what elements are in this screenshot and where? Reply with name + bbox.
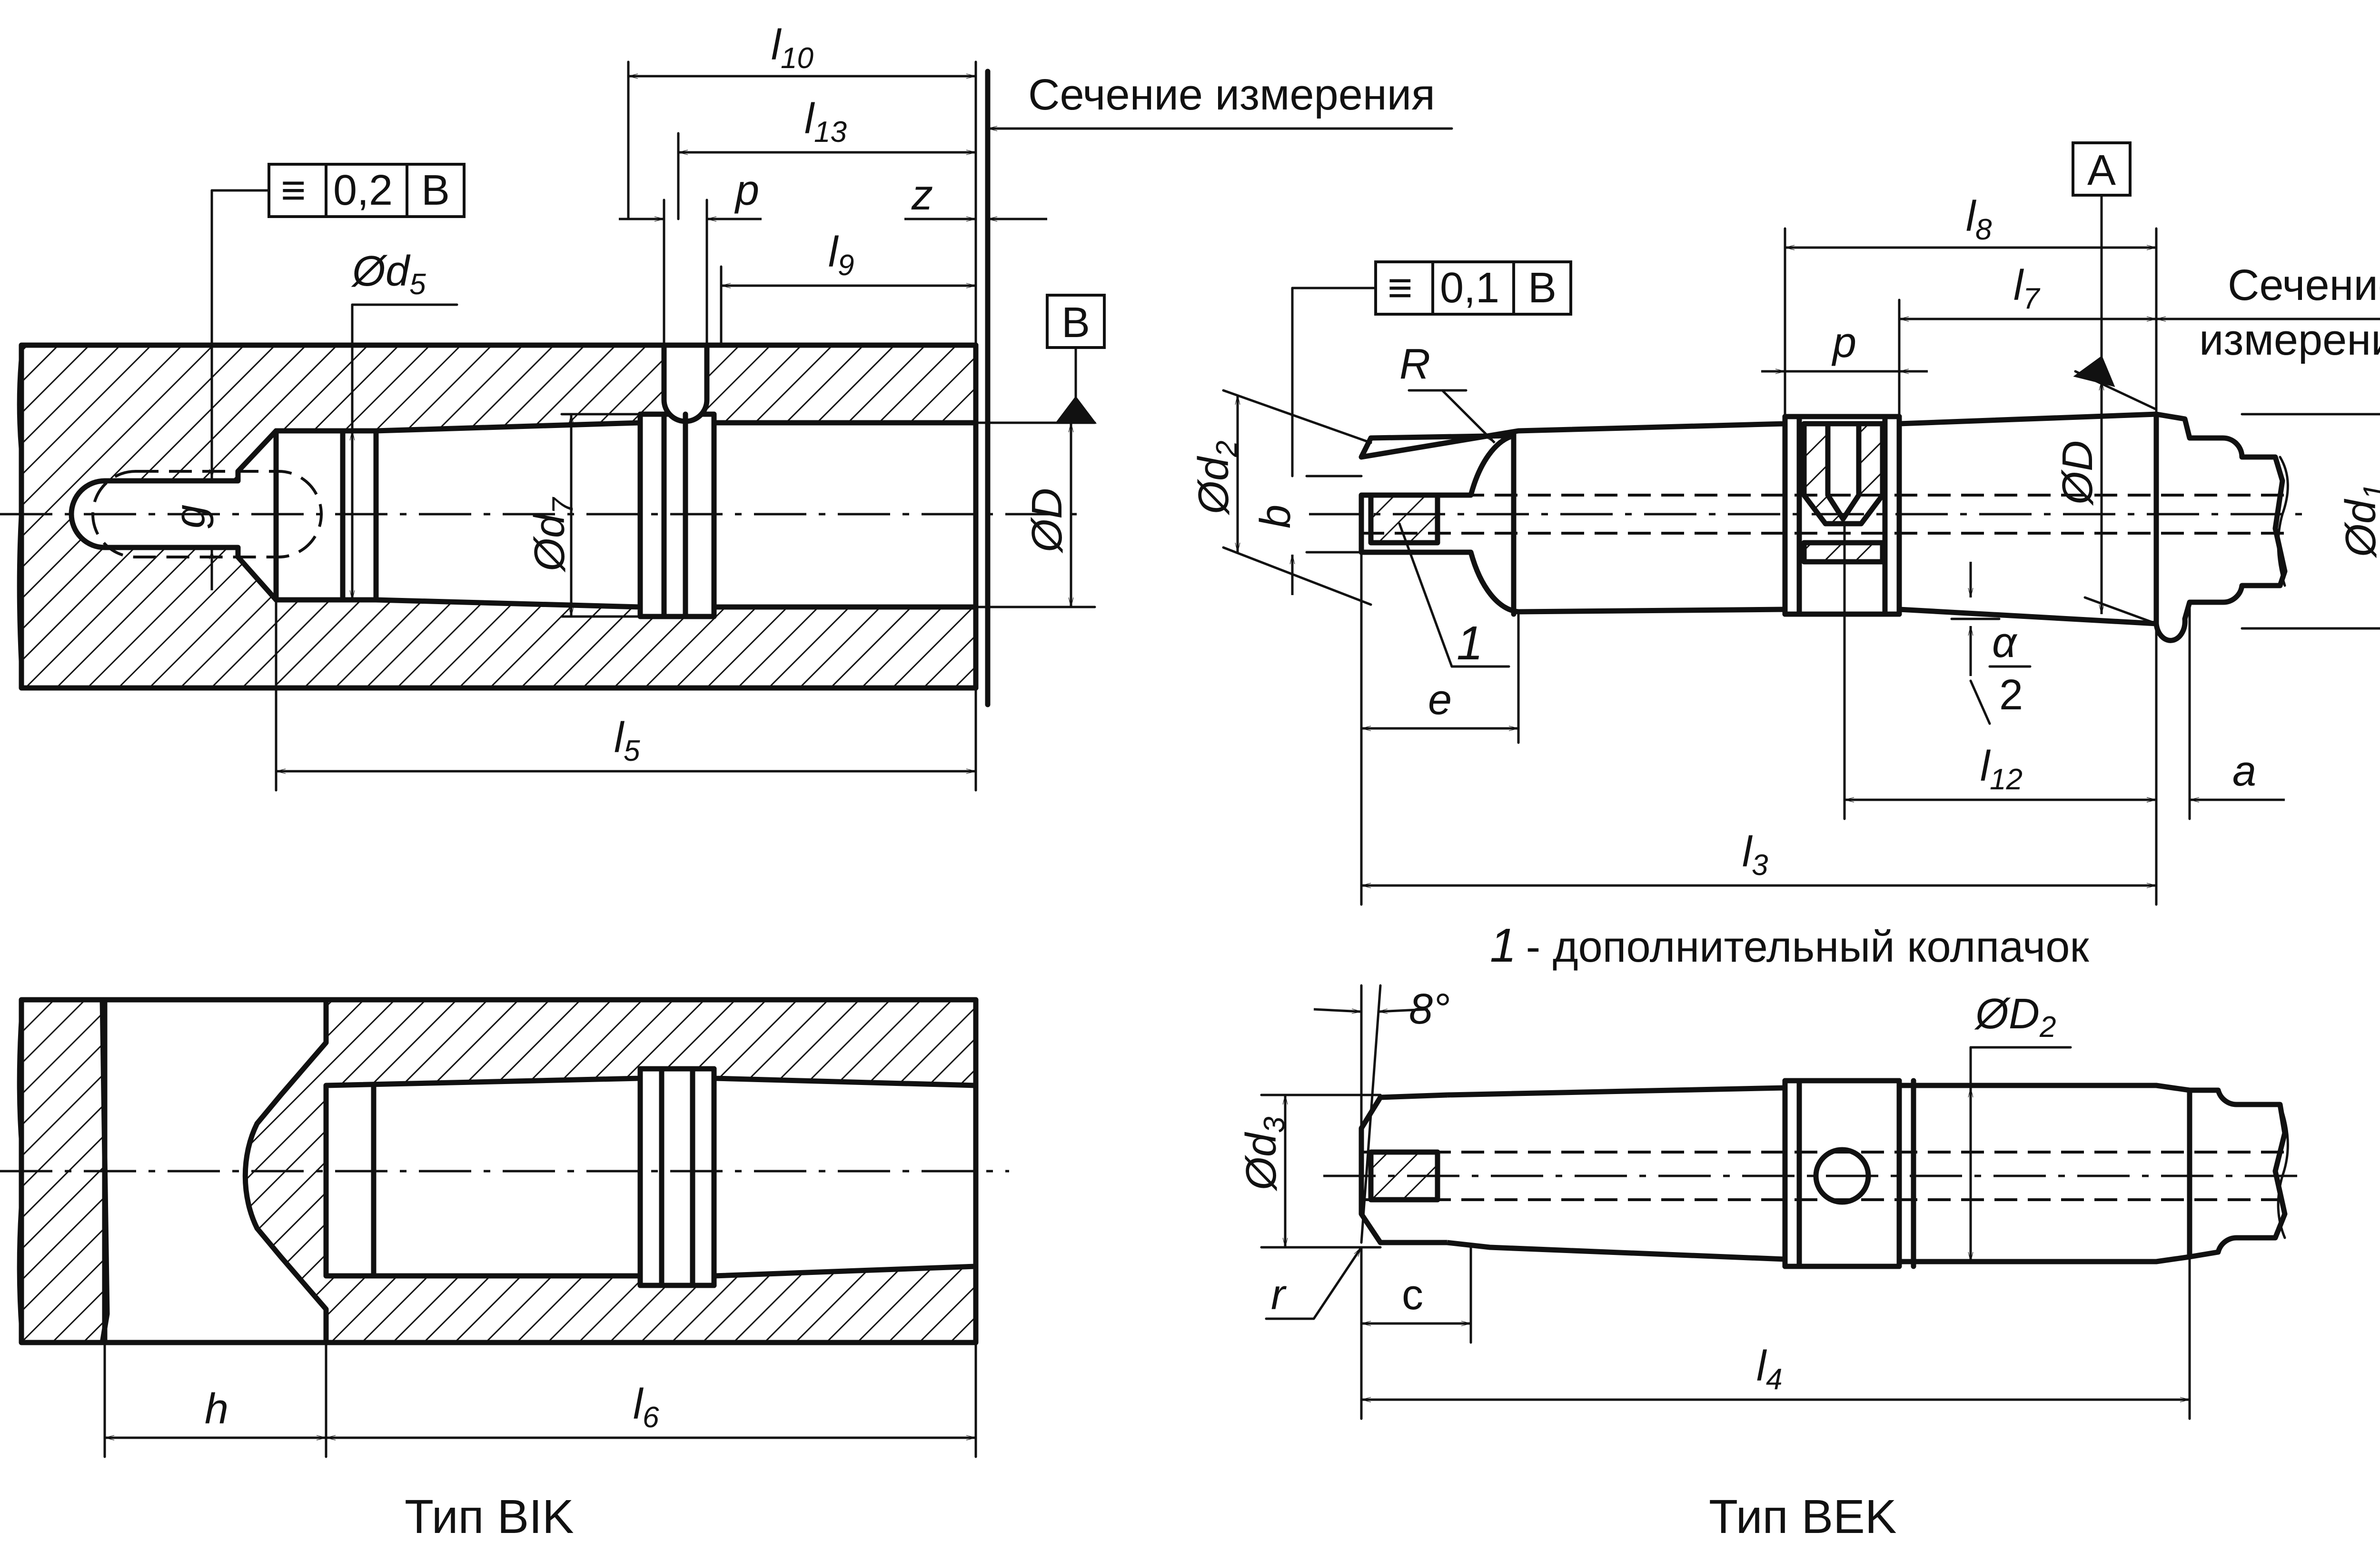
dim-bek-p-label: p bbox=[1831, 319, 1856, 367]
bik-section-view bbox=[0, 69, 1081, 707]
dim-r-label: r bbox=[1271, 1271, 1287, 1319]
angle-label: 8° bbox=[1409, 985, 1450, 1033]
bek-section-label-1: Сечение bbox=[2228, 261, 2380, 309]
bik-section-label: Сечение измерения bbox=[1028, 70, 1435, 119]
dim-l13-label: l13 bbox=[804, 95, 847, 149]
dim-D2-label: ØD2 bbox=[1974, 990, 2056, 1044]
bik-title: Тип BIK bbox=[405, 1490, 574, 1542]
dim-l3-label: l3 bbox=[1742, 828, 1768, 882]
bek-title: Тип BEK bbox=[1709, 1490, 1897, 1542]
dim-l4-label: l4 bbox=[1756, 1343, 1782, 1396]
svg-text:B: B bbox=[1528, 264, 1557, 312]
bek-datum-box bbox=[2072, 141, 2132, 197]
note-callout: 1- дополнительный колпачок bbox=[1490, 919, 2089, 972]
dim-p-label: p bbox=[734, 167, 759, 214]
bek-plug-body bbox=[1359, 411, 2288, 643]
svg-text:B: B bbox=[1061, 299, 1090, 347]
dim-d5-label: Ød5 bbox=[351, 248, 426, 301]
svg-text:A: A bbox=[2087, 147, 2116, 194]
dim-h-label: h bbox=[205, 1385, 228, 1433]
bek-plug-view bbox=[1309, 411, 2304, 643]
callout-1: 1 bbox=[1457, 617, 1483, 670]
dim-D-label: ØD bbox=[1023, 488, 1071, 554]
dim-a-label: a bbox=[2232, 747, 2256, 795]
dim-l10-label: l10 bbox=[771, 21, 813, 75]
alpha-denominator: 2 bbox=[1999, 671, 2023, 719]
bik-tolerance-frame: ≡ 0,2 B bbox=[210, 163, 466, 478]
bek-section-label-2: измерения bbox=[2199, 316, 2380, 364]
svg-text:≡: ≡ bbox=[281, 167, 306, 214]
dim-l6-label: l6 bbox=[633, 1381, 659, 1434]
bek-outline-view: 8° Ød3 r c ØD2 l4 bbox=[1238, 984, 2304, 1420]
bik-outline-view: h l6 bbox=[0, 997, 1009, 1458]
svg-text:B: B bbox=[421, 167, 450, 214]
dim-l5-label: l5 bbox=[614, 714, 640, 767]
svg-text:≡: ≡ bbox=[1388, 264, 1413, 312]
bik-dimensions: l10 l13 p z l9 Сечение измерения B ØD bbox=[167, 21, 1453, 792]
dim-d7-label: Ød7 bbox=[526, 497, 579, 573]
dim-R-label: R bbox=[1399, 340, 1430, 388]
dim-e-label: e bbox=[1428, 676, 1452, 724]
bek-dimensions: l8 l7 Сечение измерения A ØD p ≡ 0,1 bbox=[1190, 141, 2380, 906]
dim-d2-label: Ød2 bbox=[1190, 440, 1243, 516]
dim-l12-label: l12 bbox=[1980, 743, 2023, 796]
svg-text:0,2: 0,2 bbox=[333, 167, 393, 214]
dim-b-label: b bbox=[1252, 505, 1299, 528]
dim-g-label: g bbox=[167, 505, 214, 528]
dim-z-label: z bbox=[911, 171, 933, 219]
dim-l7-label: l7 bbox=[2013, 262, 2041, 315]
dim-bek-D-label: ØD bbox=[2054, 440, 2102, 506]
dim-l8-label: l8 bbox=[1966, 193, 1992, 246]
dim-c-label: c bbox=[1402, 1271, 1423, 1319]
svg-text:0,1: 0,1 bbox=[1440, 264, 1499, 312]
dim-d1-label: Ød1 bbox=[2337, 483, 2380, 558]
bik-pin-slot bbox=[661, 345, 710, 424]
alpha-label: α bbox=[1992, 619, 2018, 667]
dim-l9-label: l9 bbox=[828, 229, 854, 282]
dim-d3-label: Ød3 bbox=[1238, 1116, 1291, 1192]
bek-tolerance-frame: ≡ 0,1 B bbox=[1291, 260, 1572, 478]
